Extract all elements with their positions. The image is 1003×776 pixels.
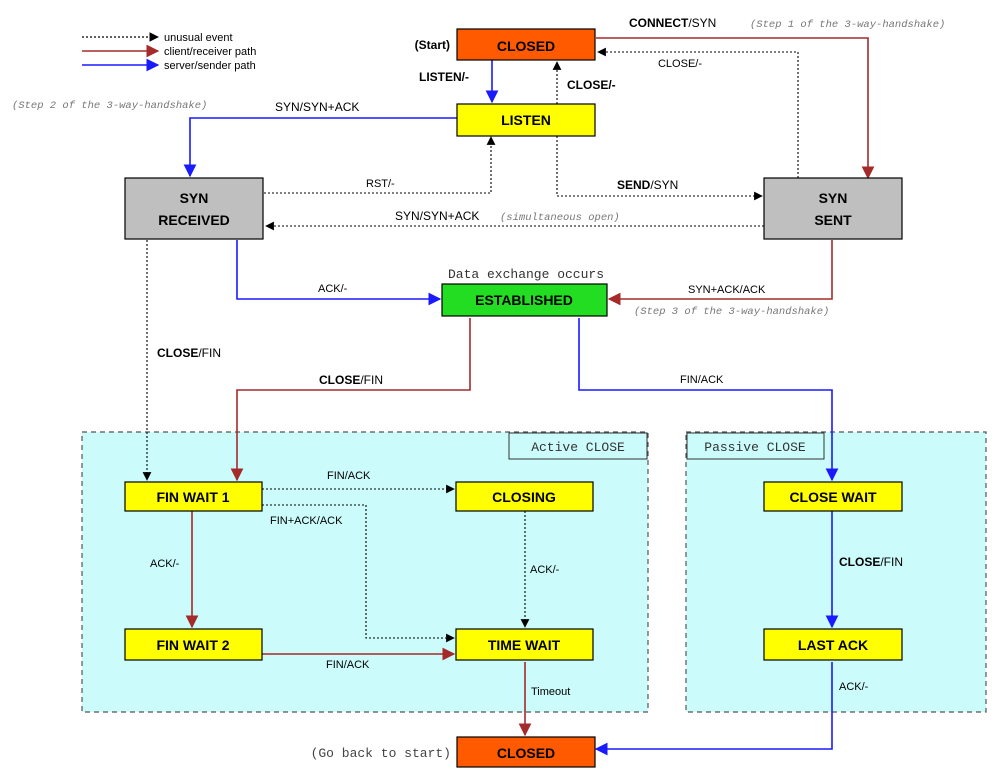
state-syn-received-label-1: SYN <box>180 190 209 206</box>
label-rst: RST/- <box>366 178 395 190</box>
state-syn-sent-label-2: SENT <box>814 212 852 228</box>
state-established: ESTABLISHED <box>441 283 608 317</box>
edge-est-closewait <box>578 318 839 482</box>
state-closing: CLOSING <box>455 481 594 512</box>
edge-est-finwait1 <box>230 318 471 482</box>
state-closed-bottom-label: CLOSED <box>497 745 555 761</box>
label-connect-rest: /SYN <box>688 16 716 30</box>
legend-client-path: client/receiver path <box>164 46 256 58</box>
start-note: (Start) <box>415 38 450 52</box>
edge-synsent-est <box>607 240 833 306</box>
label-close-fin-left-rest: /FIN <box>198 346 221 360</box>
state-fin-wait-2: FIN WAIT 2 <box>124 628 263 661</box>
state-syn-received: SYN RECEIVED <box>124 177 264 240</box>
active-close-label: Active CLOSE <box>531 440 625 455</box>
state-last-ack-label: LAST ACK <box>798 637 868 653</box>
label-close-fin-passive-bold: CLOSE <box>839 555 880 569</box>
edges <box>142 37 875 756</box>
state-syn-received-label-2: RECEIVED <box>158 212 230 228</box>
edge-listen-synrcvd <box>183 117 457 178</box>
state-close-wait-label: CLOSE WAIT <box>789 489 877 505</box>
state-listen: LISTEN <box>456 103 596 137</box>
label-connect-syn: CONNECT/SYN <box>629 16 716 30</box>
legend-server-path: server/sender path <box>164 60 256 72</box>
go-back-note: (Go back to start) <box>311 746 451 761</box>
label-timeout: Timeout <box>531 686 570 698</box>
state-syn-sent: SYN SENT <box>763 177 903 240</box>
state-last-ack: LAST ACK <box>763 628 903 661</box>
state-closed-top-label: CLOSED <box>497 38 555 54</box>
state-fin-wait-1-label: FIN WAIT 1 <box>156 489 229 505</box>
label-close-fin-mid-rest: /FIN <box>360 373 383 387</box>
label-synack-ack: SYN+ACK/ACK <box>688 284 766 296</box>
step1-note: (Step 1 of the 3-way-handshake) <box>750 19 945 31</box>
state-close-wait: CLOSE WAIT <box>763 481 903 512</box>
label-close-fin-left: CLOSE/FIN <box>157 346 221 360</box>
label-syn-synack-mid: SYN/SYN+ACK <box>395 209 479 223</box>
passive-close-label: Passive CLOSE <box>704 440 806 455</box>
label-fin-ack-fw2: FIN/ACK <box>326 659 370 671</box>
label-finack-ack: FIN+ACK/ACK <box>270 515 343 527</box>
state-syn-sent-label-1: SYN <box>819 190 848 206</box>
label-ack-dash-last: ACK/- <box>839 681 869 693</box>
label-syn-synack-left: SYN/SYN+ACK <box>275 100 359 114</box>
edge-rst <box>264 136 496 194</box>
label-ack-dash-fw: ACK/- <box>150 558 180 570</box>
state-time-wait-label: TIME WAIT <box>488 637 561 653</box>
passive-close-region: Passive CLOSE <box>685 431 987 713</box>
label-close-fin-left-bold: CLOSE <box>157 346 198 360</box>
label-close-dash-top: CLOSE/- <box>658 58 702 70</box>
label-fin-ack-closing: FIN/ACK <box>327 470 371 482</box>
label-close-fin-passive-rest: /FIN <box>880 555 903 569</box>
label-send-bold: SEND <box>617 178 651 192</box>
state-time-wait: TIME WAIT <box>455 628 594 661</box>
label-close-dash-listen: CLOSE/- <box>567 78 616 92</box>
simultaneous-note: (simultaneous open) <box>500 212 620 224</box>
label-close-fin-mid-bold: CLOSE <box>319 373 360 387</box>
step2-note: (Step 2 of the 3-way-handshake) <box>12 100 207 112</box>
legend: unusual event client/receiver path serve… <box>82 32 256 72</box>
label-close-fin-passive: CLOSE/FIN <box>839 555 903 569</box>
data-exchange-note: Data exchange occurs <box>448 267 604 282</box>
label-fin-ack-passive: FIN/ACK <box>680 374 724 386</box>
edge-connect-syn <box>596 37 875 180</box>
state-listen-label: LISTEN <box>501 112 551 128</box>
label-send-rest: /SYN <box>650 178 678 192</box>
edge-synsent-close <box>597 47 799 178</box>
state-closed-top: CLOSED <box>456 28 596 61</box>
step3-note: (Step 3 of the 3-way-handshake) <box>634 306 829 318</box>
edge-synrcvd-est <box>236 240 442 306</box>
label-close-fin-mid: CLOSE/FIN <box>319 373 383 387</box>
state-fin-wait-1: FIN WAIT 1 <box>124 481 263 512</box>
label-ack-dash-est: ACK/- <box>318 283 348 295</box>
edge-finwait1-timewait <box>262 504 455 643</box>
label-send-syn: SEND/SYN <box>617 178 678 192</box>
state-fin-wait-2-label: FIN WAIT 2 <box>156 637 229 653</box>
active-close-region: Active CLOSE <box>81 431 649 713</box>
edge-send <box>556 136 763 201</box>
label-connect-bold: CONNECT <box>629 16 689 30</box>
state-established-label: ESTABLISHED <box>475 292 573 308</box>
edge-lastack-closed <box>594 662 833 756</box>
label-ack-dash-closing: ACK/- <box>530 564 560 576</box>
state-closing-label: CLOSING <box>492 489 556 505</box>
legend-unusual-event: unusual event <box>164 32 233 44</box>
state-closed-bottom: CLOSED <box>456 736 596 768</box>
label-listen-dash: LISTEN/- <box>419 70 469 84</box>
